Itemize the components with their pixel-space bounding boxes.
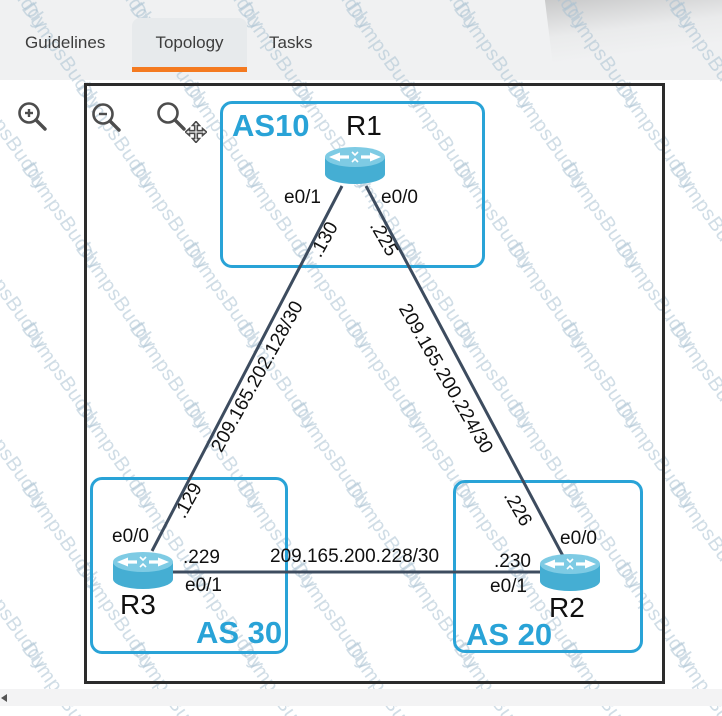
watermark-text: DumpsBuddy [719,398,722,514]
as10-label: AS10 [232,108,310,143]
ip-230-label: .230 [494,551,531,572]
as20-label: AS 20 [466,617,553,652]
tab-guidelines[interactable]: Guidelines [25,33,106,52]
scroll-left-arrow-icon[interactable] [1,694,7,702]
pan-icon[interactable] [185,121,207,143]
router-r2-icon[interactable] [537,553,603,593]
r3-if-e00-label: e0/0 [112,526,149,547]
router-r3-icon[interactable] [110,551,176,591]
tab-topology[interactable]: Topology [132,18,247,72]
r1-if-e01-label: e0/1 [284,187,321,208]
watermark-text: DumpsBuddy [0,398,53,514]
watermark-text: DumpsBuddy [665,478,722,594]
watermark-text: DumpsBuddy [0,558,53,674]
r2-if-e00-label: e0/0 [560,528,597,549]
horizontal-scrollbar[interactable] [0,689,722,706]
watermark-text: DumpsBuddy [665,158,722,274]
router-r3-label: R3 [120,589,156,620]
search-icon[interactable] [155,100,189,134]
router-r2-label: R2 [549,592,585,623]
r3-if-e01-label: e0/1 [185,575,222,596]
ip-229-label: .229 [183,547,220,568]
as10-box [220,101,485,268]
r1-if-e00-label: e0/0 [381,187,418,208]
tab-bar [0,0,722,80]
subnet-r3-r2-label: 209.165.200.228/30 [270,546,440,567]
topology-canvas [84,83,665,684]
router-r1-icon[interactable] [322,146,388,186]
watermark-text: DumpsBuddy [0,78,53,194]
watermark-text: DumpsBuddy [719,558,722,674]
zoom-out-icon[interactable] [90,101,124,135]
zoom-in-icon[interactable] [16,100,50,134]
watermark-text: DumpsBuddy [719,78,722,194]
router-r1-label: R1 [346,110,382,141]
watermark-text: DumpsBuddy [719,238,722,354]
r2-if-e01-label: e0/1 [490,576,527,597]
tab-tasks[interactable]: Tasks [269,33,313,52]
watermark-text: DumpsBuddy [665,318,722,434]
watermark-text: DumpsBuddy [0,238,53,354]
as30-label: AS 30 [196,615,283,650]
